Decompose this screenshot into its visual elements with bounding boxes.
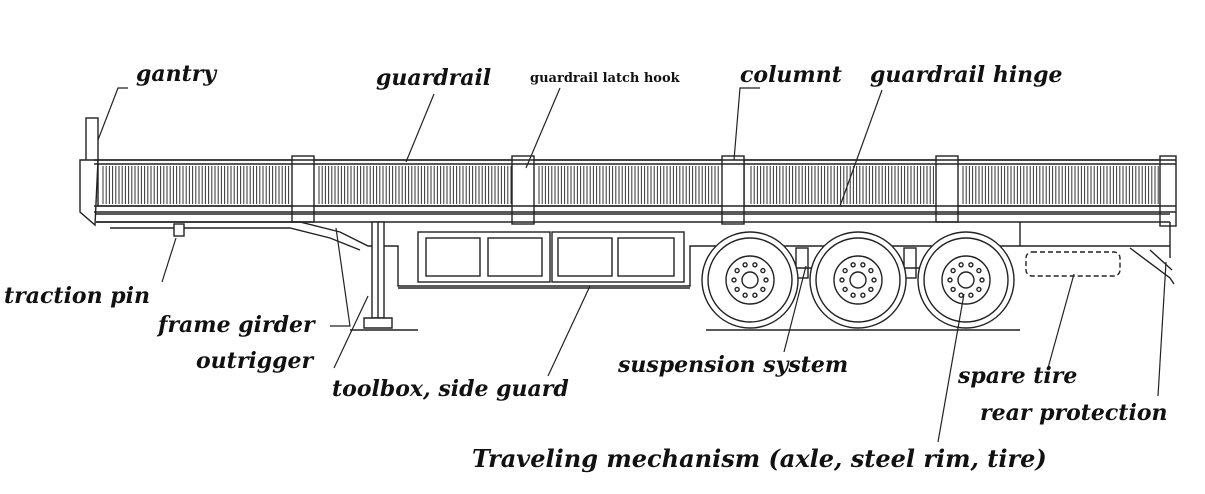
label-frame-girder: frame girder <box>158 312 315 338</box>
label-traveling-mechanism: Traveling mechanism (axle, steel rim, ti… <box>472 444 1047 473</box>
wheel-bolt <box>760 286 766 293</box>
wheel-bolt <box>976 286 982 293</box>
leader-traveling <box>937 293 965 443</box>
hub <box>849 271 867 289</box>
wheel-bolt <box>850 292 856 298</box>
wheel-bolt <box>742 262 748 268</box>
tire-inner <box>707 237 793 323</box>
wheel-bolt <box>979 277 985 283</box>
guardrail-panel <box>97 159 299 207</box>
leader-toolbox <box>547 285 591 377</box>
label-guardrail-hinge: guardrail hinge <box>870 62 1063 88</box>
tire <box>917 231 1015 329</box>
spare-tire <box>1025 251 1121 277</box>
leader-column <box>733 87 760 161</box>
frame-girder <box>96 221 1170 287</box>
wheel-bolt <box>731 277 737 283</box>
front-wall <box>79 159 99 227</box>
wheel-bolt <box>947 277 953 283</box>
wheel-bolt <box>839 277 845 283</box>
wheel-bolt <box>860 262 866 268</box>
wheel-bolt <box>868 267 874 274</box>
label-guardrail-latch-hook: guardrail latch hook <box>530 71 680 86</box>
wheel-bolt <box>968 292 974 298</box>
wheel-bolt <box>842 286 848 293</box>
tire <box>701 231 799 329</box>
tire-inner <box>923 237 1009 323</box>
leader-outrigger <box>333 295 369 369</box>
wheel-bolt <box>968 262 974 268</box>
wheel-bolt <box>871 277 877 283</box>
wheel-bolt <box>752 262 758 268</box>
label-outrigger: outrigger <box>196 348 314 374</box>
toolbox <box>417 231 551 283</box>
label-toolbox-side-guard: toolbox, side guard <box>332 376 569 402</box>
wheel-bolt <box>950 267 956 274</box>
label-traction-pin: traction pin <box>4 283 150 309</box>
wheel-bolt <box>850 262 856 268</box>
wheel-bolt <box>976 267 982 274</box>
wheel-bolt <box>950 286 956 293</box>
label-suspension-system: suspension system <box>618 352 849 378</box>
wheel-bolt <box>842 267 848 274</box>
leader-spare-tire <box>1047 273 1075 369</box>
wheel-bolt <box>734 267 740 274</box>
wheel-bolt <box>734 286 740 293</box>
leader-hinge <box>839 89 883 207</box>
wheel-bolt <box>742 292 748 298</box>
label-rear-protection: rear protection <box>980 400 1168 426</box>
rear-column <box>1159 155 1177 227</box>
leader-traction-pin <box>161 237 177 283</box>
wheel-bolt <box>958 262 964 268</box>
traction-pin <box>173 223 185 237</box>
leader-lines <box>97 87 1167 443</box>
label-guardrail: guardrail <box>376 65 492 91</box>
leader-gantry <box>97 87 128 141</box>
leader-guardrail <box>405 93 435 163</box>
steel-rim <box>725 255 775 305</box>
hub <box>741 271 759 289</box>
column <box>721 155 745 225</box>
hub <box>957 271 975 289</box>
label-gantry: gantry <box>136 61 217 87</box>
leader-latch-hook <box>525 87 561 169</box>
label-columnt: columnt <box>740 62 842 88</box>
wheel-bolt <box>958 292 964 298</box>
tire <box>809 231 907 329</box>
wheel-bolt <box>868 286 874 293</box>
leader-frame-girder <box>330 227 351 327</box>
wheel-bolt <box>760 267 766 274</box>
wheel-bolt <box>860 292 866 298</box>
rear-protection <box>1129 247 1175 285</box>
suspension-hanger <box>903 247 917 279</box>
leader-suspension <box>783 265 807 353</box>
steel-rim <box>941 255 991 305</box>
leader-rear-protection <box>1157 261 1167 397</box>
tire-inner <box>815 237 901 323</box>
wheel-bolt <box>763 277 769 283</box>
wheel-bolt <box>752 292 758 298</box>
column <box>511 155 535 225</box>
label-spare-tire: spare tire <box>958 363 1078 389</box>
steel-rim <box>833 255 883 305</box>
gantry-post <box>85 117 99 167</box>
